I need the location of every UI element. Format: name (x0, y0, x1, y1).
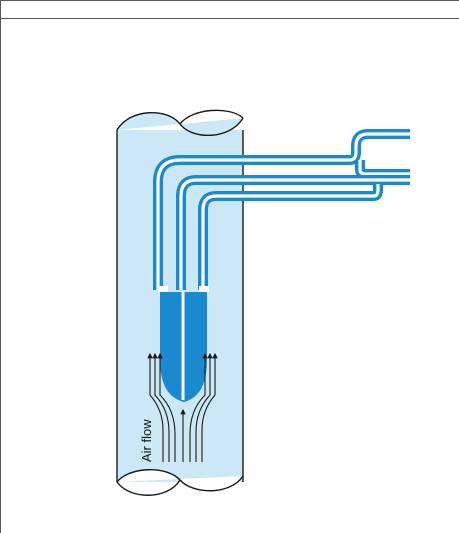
streamline-2 (152, 352, 170, 462)
air-flow-label: Air flow (139, 419, 154, 462)
frame-top-border (0, 0, 459, 1)
outer-tube-inner (156, 132, 410, 290)
streamline-1 (147, 352, 164, 462)
duct-top-back (179, 109, 244, 125)
streamline-5 (189, 352, 208, 462)
connector-tube-outline (355, 160, 410, 179)
airflow-streamlines (147, 352, 218, 462)
pitot-tubes (153, 129, 410, 290)
frame-left-border (0, 0, 1, 533)
streamline-3 (157, 352, 176, 462)
duct-bottom-front (116, 479, 181, 496)
probe-gap-right (199, 286, 209, 292)
probe-head (158, 286, 209, 402)
inner-tube-inner (201, 184, 380, 290)
probe-gap-left (158, 286, 168, 292)
frame-caption-divider (0, 18, 459, 19)
streamline-7 (201, 352, 218, 462)
middle-tube-inner (179, 178, 410, 290)
connector-tube-inner (358, 160, 410, 176)
streamline-6 (195, 352, 213, 462)
